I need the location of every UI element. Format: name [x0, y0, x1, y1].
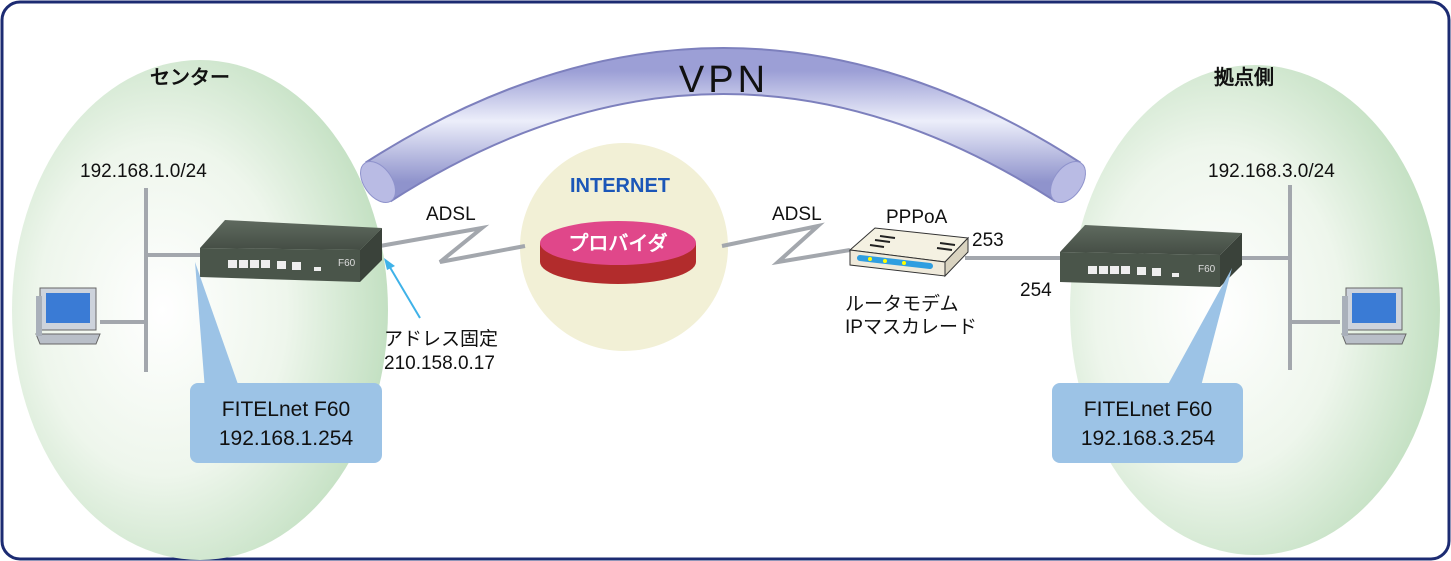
modem-desc-2: IPマスカレード — [845, 317, 977, 338]
fixed-address: 210.158.0.17 — [384, 353, 495, 374]
center-callout — [190, 262, 382, 463]
branch-link-type: ADSL — [772, 204, 822, 225]
router-modem — [848, 227, 970, 278]
branch-pc-icon — [1341, 287, 1407, 345]
modem-ip-suffix: 253 — [972, 230, 1004, 251]
center-router-name: FITELnet F60 — [222, 398, 350, 421]
branch-title: 拠点側 — [1214, 65, 1274, 89]
internet-label: INTERNET — [570, 175, 670, 197]
device-badge: F60 — [1198, 264, 1216, 275]
vpn-label: VPN — [679, 59, 769, 101]
router-ip-suffix: 254 — [1020, 280, 1052, 301]
branch-router — [1060, 225, 1242, 287]
fixed-address-arrow — [384, 258, 421, 319]
device-badge: F60 — [338, 258, 356, 269]
modem-desc-1: ルータモデム — [845, 293, 959, 315]
center-pc-icon — [35, 287, 101, 345]
branch-callout — [1052, 268, 1243, 463]
network-links — [100, 185, 1340, 372]
branch-network: 192.168.3.0/24 — [1208, 161, 1335, 182]
center-title: センター — [150, 66, 230, 89]
branch-router-name: FITELnet F60 — [1084, 398, 1212, 421]
modem-protocol: PPPoA — [886, 207, 948, 228]
fixed-address-label: アドレス固定 — [384, 328, 498, 350]
provider-disk — [540, 221, 696, 284]
vpn-tunnel — [360, 47, 1086, 203]
center-network: 192.168.1.0/24 — [80, 161, 207, 182]
center-link-type: ADSL — [426, 204, 476, 225]
center-router-ip: 192.168.1.254 — [219, 427, 354, 450]
provider-label: プロバイダ — [568, 231, 667, 255]
branch-router-ip: 192.168.3.254 — [1081, 427, 1216, 450]
center-router — [200, 220, 382, 282]
